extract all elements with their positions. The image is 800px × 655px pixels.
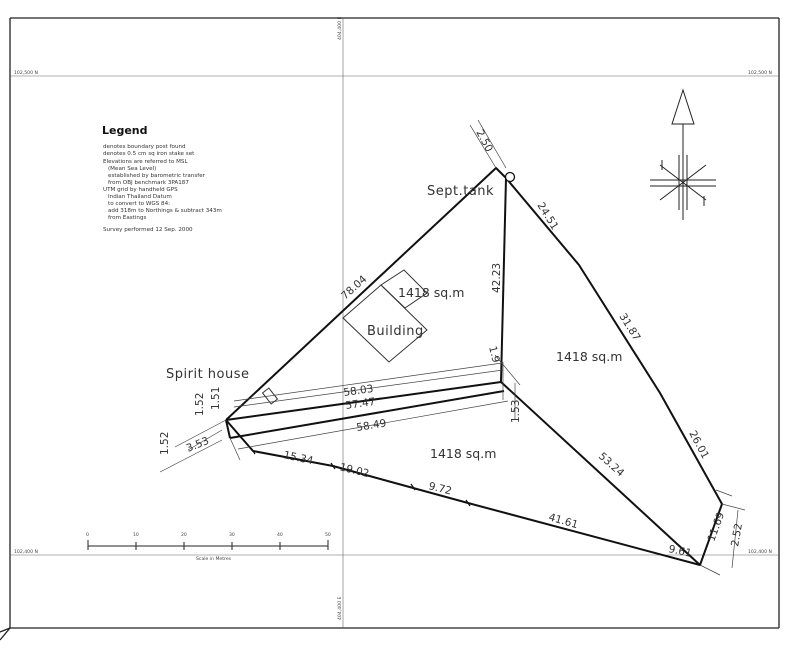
grid-label-left-top: 102,500 N <box>14 70 38 76</box>
area-label-bottom: 1418 sq.m <box>430 446 496 461</box>
dimension-label: 58.49 <box>356 417 388 434</box>
dimension-label: 9.61 <box>667 543 692 560</box>
dimension-label: 11.69 <box>706 511 728 543</box>
grid-label-left-bottom: 102,400 N <box>14 549 38 555</box>
grid-label-right-bottom: 102,400 N <box>748 549 772 555</box>
legend-line: to convert to WGS 84: <box>108 201 170 207</box>
sheet-border <box>0 17 780 641</box>
legend-line: denotes 0.5 cm sq iron stake set <box>103 151 195 157</box>
dimension-label: 1.52 <box>194 393 206 416</box>
spirit-house-label: Spirit house <box>166 367 250 382</box>
legend-line: add 318m to Northings & subtract 343m <box>108 208 222 214</box>
dimension-label: 78.04 <box>339 273 370 302</box>
dimension-label: 15.34 <box>282 449 314 467</box>
dimension-label: 3.53 <box>185 435 211 455</box>
legend-line: from OBJ benchmark 3PA187 <box>108 180 189 186</box>
legend-line: UTM grid by handheld GPS <box>103 187 178 193</box>
dimension-label: 53.24 <box>596 450 627 479</box>
dimension-label: 9.72 <box>427 480 453 497</box>
grid-label-right-top: 102,500 N <box>748 70 772 76</box>
north-arrow-icon <box>650 88 716 220</box>
scale-tick-label: 40 <box>277 532 283 538</box>
scale-tick-label: 30 <box>229 532 235 538</box>
building-label: Building <box>367 324 424 339</box>
legend-title: Legend <box>102 124 148 137</box>
grid-label-bottom-center: 404,400 E <box>337 597 343 620</box>
dimension-label: 31.87 <box>616 311 642 343</box>
dimension-label: 1.51 <box>210 387 222 410</box>
dimension-label: 58.03 <box>343 383 374 399</box>
scale-tick-label: 20 <box>181 532 187 538</box>
scale-tick-label: 10 <box>133 532 139 538</box>
scale-tick-label: 0 <box>86 532 89 538</box>
scale-tick-label: 50 <box>325 532 331 538</box>
utm-grid <box>10 18 779 628</box>
legend-line: (Mean Sea Level) <box>108 166 156 172</box>
area-label-building: 1418 sq.m <box>398 285 464 300</box>
dimension-label: 1.52 <box>159 432 171 455</box>
legend-line: denotes boundary post found <box>103 144 186 150</box>
dimension-label: 1.9 <box>486 345 502 364</box>
legend-line: Elevations are referred to MSL <box>103 159 188 165</box>
dimension-label: 1.53 <box>510 400 522 423</box>
building-outline <box>342 269 428 363</box>
spirit-house-marker <box>261 387 279 405</box>
scale-bar <box>87 540 329 550</box>
dimension-label: 2.50 <box>473 128 495 154</box>
dimension-lines <box>159 119 746 576</box>
legend-line: Indian Thailand Datum <box>108 194 172 200</box>
legend: Legend denotes boundary post found denot… <box>102 124 222 233</box>
legend-line: Survey performed 12 Sep. 2000 <box>103 227 193 233</box>
dimension-label: 57.47 <box>345 396 376 412</box>
area-label-right: 1418 sq.m <box>556 349 622 364</box>
dimension-label: 2.52 <box>729 522 745 547</box>
legend-line: established by barometric transfer <box>108 173 206 179</box>
septic-tank-label: Sept.tank <box>427 184 494 199</box>
boundary-lines <box>225 167 723 566</box>
scale-caption: Scale in Metres <box>196 556 232 562</box>
grid-label-top-center: 404,400 E <box>337 17 343 40</box>
dimension-label: 42.23 <box>491 263 503 293</box>
legend-line: from Eastings <box>108 215 147 221</box>
septic-tank-marker <box>504 171 516 183</box>
boundary-ticks <box>250 261 663 507</box>
